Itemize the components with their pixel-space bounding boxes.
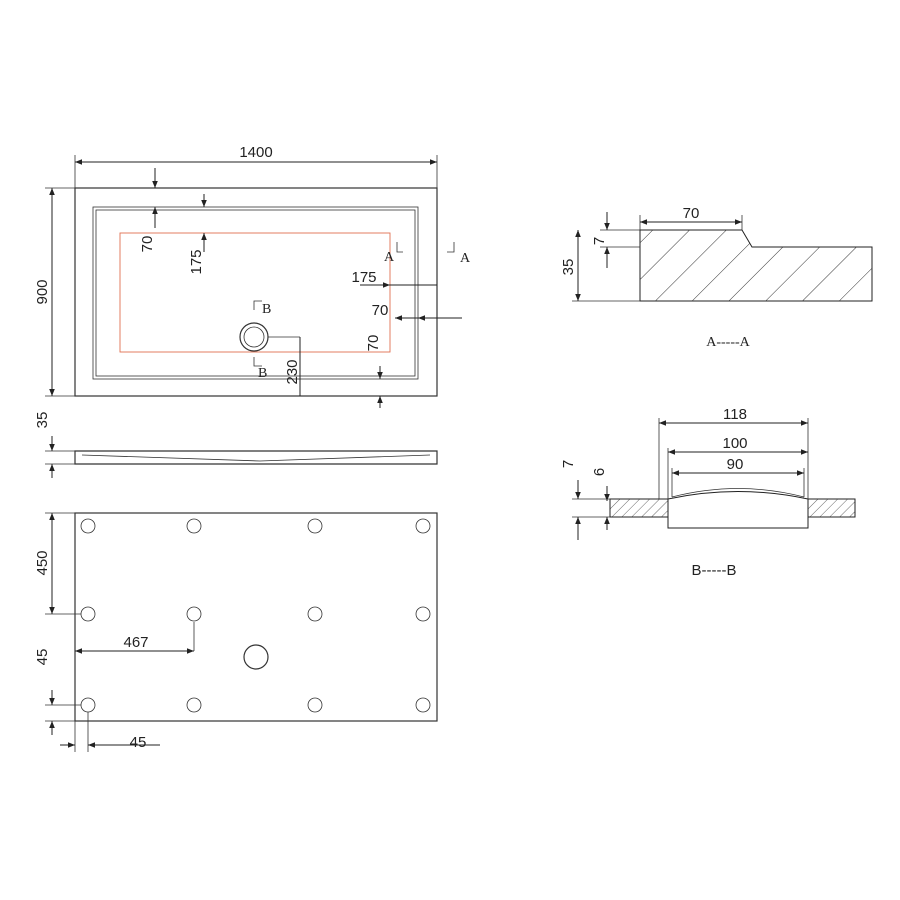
- dim-waste-offset: 230: [284, 359, 301, 384]
- tray-underside-outline: [74, 512, 438, 722]
- section-a-left-label: A: [384, 250, 395, 265]
- dim-rim-right: 70: [372, 302, 389, 319]
- section-aa-caption: A-----A: [706, 335, 750, 350]
- support-foot: [186, 606, 202, 622]
- dim-section-bb-mid: 100: [722, 435, 747, 452]
- dim-overall-width: 1400: [239, 144, 272, 161]
- support-foot: [307, 518, 323, 534]
- dim-leg-spacing-x: 467: [123, 634, 148, 651]
- underside-view: 450 467 45 45: [34, 512, 438, 752]
- section-bb: 118 100 90 7 6 B-----B: [560, 406, 856, 579]
- section-b-bottom-label: B: [258, 366, 267, 381]
- tray-inner-outline: [92, 206, 419, 380]
- section-bb-right-base: [807, 498, 856, 518]
- support-foot: [415, 697, 431, 713]
- dim-section-bb-outer: 118: [723, 406, 747, 423]
- dim-edge-offset-y: 45: [34, 649, 51, 666]
- section-a-right-label: A: [460, 251, 471, 266]
- support-foot: [307, 606, 323, 622]
- section-bb-caption: B-----B: [692, 562, 737, 579]
- support-foot: [186, 518, 202, 534]
- support-foot: [415, 606, 431, 622]
- dim-leg-spacing-y: 450: [34, 550, 51, 575]
- dim-section-aa-height: 35: [560, 259, 577, 276]
- section-bb-waste-body: [667, 491, 809, 529]
- dim-inner-offset-top: 175: [188, 249, 205, 274]
- dim-rim-width: 70: [139, 236, 156, 253]
- dim-rim-bottom: 70: [365, 335, 382, 352]
- tray-rim-line: [95, 209, 416, 377]
- drain-fall-guide: [119, 232, 391, 353]
- support-feet: [80, 518, 431, 713]
- dim-section-aa-step: 7: [591, 237, 608, 245]
- dim-inner-offset-side: 175: [351, 269, 376, 286]
- support-foot: [415, 518, 431, 534]
- waste-outlet-inner: [243, 326, 265, 348]
- tray-side-profile: [74, 450, 438, 465]
- section-aa-body: [639, 229, 873, 302]
- dim-section-bb-inner: 90: [727, 456, 744, 473]
- support-foot: [307, 697, 323, 713]
- section-aa: 70 7 35 A-----A: [560, 205, 873, 350]
- tray-outer-outline: [74, 187, 438, 397]
- section-b-top-label: B: [262, 302, 271, 317]
- dim-section-bb-inner-depth: 6: [591, 468, 608, 476]
- section-bb-left-base: [609, 498, 669, 518]
- dim-side-height: 35: [34, 412, 51, 429]
- dim-section-bb-depth: 7: [560, 460, 577, 468]
- support-foot: [80, 697, 96, 713]
- support-foot: [80, 606, 96, 622]
- underside-waste: [243, 644, 269, 670]
- dim-edge-offset-x: 45: [130, 734, 147, 751]
- support-foot: [80, 518, 96, 534]
- top-view: 1400 900 70 175 A A 175 70 B B: [34, 144, 471, 408]
- support-foot: [186, 697, 202, 713]
- dim-section-aa-rim: 70: [683, 205, 700, 222]
- dim-overall-depth: 900: [34, 279, 51, 304]
- side-view: 35: [34, 412, 438, 478]
